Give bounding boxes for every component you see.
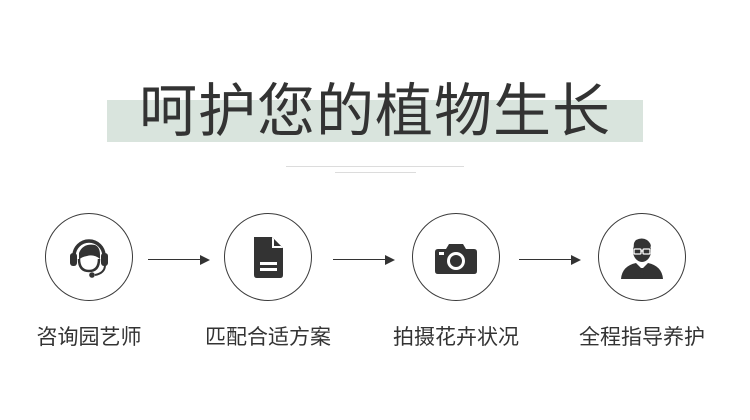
document-icon xyxy=(254,237,283,278)
camera-icon xyxy=(435,244,477,274)
step-consult-gardener xyxy=(45,213,133,301)
title-highlight-band xyxy=(107,100,643,142)
step-match-plan xyxy=(224,213,312,301)
flow-arrow-3 xyxy=(519,255,581,265)
page-title: 呵护您的植物生长 xyxy=(138,77,611,145)
step-guided-care xyxy=(598,213,686,301)
customer-service-headset-icon xyxy=(70,239,108,278)
step-label-plan: 匹配合适方案 xyxy=(205,325,331,349)
step-label-care: 全程指导养护 xyxy=(579,325,705,349)
step-photograph-flowers xyxy=(412,213,500,301)
title-divider-top xyxy=(286,166,464,167)
step-label-photo: 拍摄花卉状况 xyxy=(393,325,519,349)
flow-arrow-2 xyxy=(333,255,395,265)
flow-arrow-1 xyxy=(148,255,210,265)
title-divider-bottom xyxy=(335,172,416,173)
expert-advisor-icon xyxy=(621,238,663,279)
step-label-consult: 咨询园艺师 xyxy=(36,325,142,349)
